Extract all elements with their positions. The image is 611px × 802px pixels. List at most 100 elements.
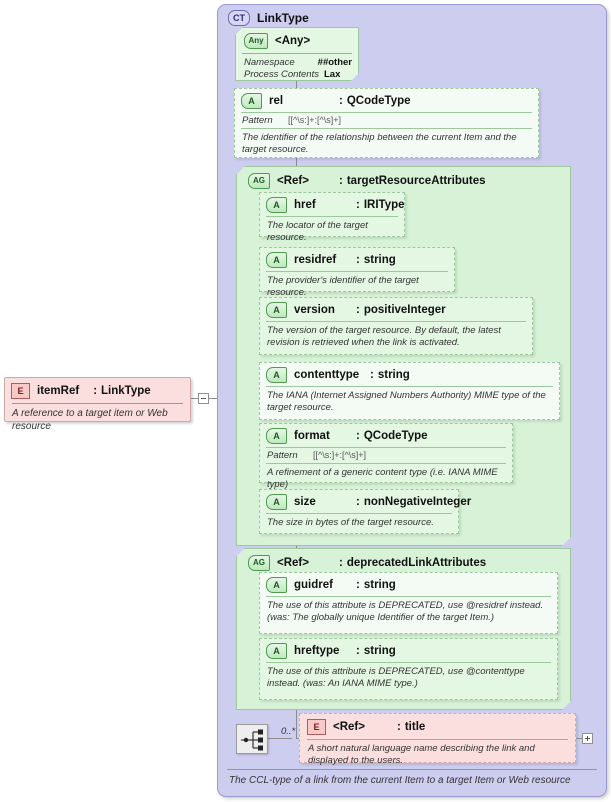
- attribute-separator-hreftype: :: [356, 645, 360, 657]
- complextype-name: LinkType: [257, 11, 309, 25]
- element-ref-box-title[interactable]: E <Ref> : title A short natural language…: [299, 713, 576, 766]
- any-namespace-label: Namespace: [244, 57, 295, 68]
- attribute-header-rel: A rel : QCodeType: [235, 89, 538, 112]
- attribute-header-href: A href : IRIType: [260, 193, 405, 216]
- attribute-type-hreftype: string: [363, 645, 396, 657]
- element-ref-header-title: E <Ref> : title: [300, 714, 575, 739]
- attribute-separator-format: :: [356, 430, 360, 442]
- attribute-name-guidref: guidref: [294, 579, 333, 591]
- attribute-box-hreftype[interactable]: A hreftype : string The use of this attr…: [259, 638, 558, 700]
- attribute-type-version: positiveInteger: [363, 304, 446, 316]
- attribute-name-size: size: [294, 496, 316, 508]
- any-marker-icon: Any: [244, 33, 268, 49]
- complextype-title: CT LinkType: [228, 10, 309, 26]
- element-ref-type-title: title: [404, 721, 426, 733]
- attribute-box-residref[interactable]: A residref : string The provider's ident…: [259, 247, 455, 298]
- attribute-divider-version: [266, 321, 526, 322]
- attribute-box-version[interactable]: A version : positiveInteger The version …: [259, 297, 533, 355]
- attribute-divider-rel: [241, 112, 532, 113]
- attribute-annotation-guidref: The use of this attribute is DEPRECATED,…: [267, 600, 544, 624]
- attribute-pattern-rel: Pattern [[^\s:]+:[^\s]+]: [235, 113, 538, 128]
- attribute-separator-contenttype: :: [370, 369, 374, 381]
- root-collapse-toggle[interactable]: [198, 393, 209, 404]
- group-type-deprecated-link: deprecatedLinkAttributes: [346, 557, 487, 569]
- element-ref-name-title: <Ref>: [333, 721, 365, 733]
- root-element-box[interactable]: E itemRef : LinkType A reference to a ta…: [4, 377, 191, 432]
- attribute-annotation-href: The locator of the target resource.: [267, 220, 368, 244]
- any-properties: Namespace ##other Process Contents Lax: [236, 54, 358, 86]
- attribute-type-format: QCodeType: [363, 430, 428, 442]
- attribute-annotation-rel: The identifier of the relationship betwe…: [242, 132, 517, 156]
- attribute-separator-version: :: [356, 304, 360, 316]
- any-name: <Any>: [275, 35, 311, 47]
- root-element-header: E itemRef : LinkType: [5, 378, 190, 403]
- attribute-name-format: format: [294, 430, 330, 442]
- complextype-marker-icon: CT: [228, 10, 250, 26]
- sequence-glyph: [241, 729, 263, 751]
- root-element-name: itemRef: [37, 385, 80, 397]
- attribute-type-href: IRIType: [363, 199, 405, 211]
- attribute-name-rel: rel: [269, 95, 284, 107]
- attribute-box-size[interactable]: A size : nonNegativeInteger The size in …: [259, 489, 471, 534]
- group-separator-deprecated-link: :: [339, 557, 343, 569]
- element-ref-divider-title: [307, 739, 568, 740]
- attribute-separator-guidref: :: [356, 579, 360, 591]
- attribute-name-href: href: [294, 199, 316, 211]
- attribute-divider-href: [266, 216, 398, 217]
- attribute-header-version: A version : positiveInteger: [260, 298, 532, 321]
- any-property-row: Process Contents Lax: [244, 69, 352, 81]
- attribute-divider-contenttype: [266, 386, 553, 387]
- attribute-type-size: nonNegativeInteger: [363, 496, 472, 508]
- attribute-type-contenttype: string: [377, 369, 410, 381]
- attribute-header-contenttype: A contenttype : string: [260, 363, 559, 386]
- complextype-footer-divider: [227, 769, 597, 770]
- attribute-marker-icon: A: [266, 577, 287, 593]
- pattern-label: Pattern: [267, 450, 298, 461]
- attribute-header-guidref: A guidref : string: [260, 573, 557, 596]
- attribute-divider-guidref: [266, 596, 551, 597]
- attribute-annotation-size: The size in bytes of the target resource…: [267, 517, 434, 528]
- attribute-separator-size: :: [356, 496, 360, 508]
- element-marker-icon: E: [307, 719, 326, 735]
- any-namespace-value: ##other: [317, 57, 352, 68]
- attribute-divider-format: [266, 447, 506, 448]
- connector-sequence-to-title: [268, 738, 292, 739]
- attribute-separator-href: :: [356, 199, 360, 211]
- attribute-annotation-hreftype: The use of this attribute is DEPRECATED,…: [267, 666, 525, 690]
- any-header: Any <Any>: [236, 28, 358, 53]
- attribute-annotation-contenttype: The IANA (Internet Assigned Numbers Auth…: [267, 390, 546, 414]
- attribute-marker-icon: A: [266, 428, 287, 444]
- pattern-value: [[^\s:]+:[^\s]+]: [288, 115, 341, 125]
- attribute-marker-icon: A: [266, 197, 287, 213]
- occurrence-indicator: 0..*: [281, 726, 296, 737]
- group-name-deprecated-link: <Ref>: [277, 557, 309, 569]
- attribute-box-contenttype[interactable]: A contenttype : string The IANA (Interne…: [259, 362, 560, 420]
- attribute-marker-icon: A: [241, 93, 262, 109]
- attribute-name-hreftype: hreftype: [294, 645, 340, 657]
- attribute-separator-rel: :: [339, 95, 343, 107]
- attribute-box-format[interactable]: A format : QCodeType Pattern [[^\s:]+:[^…: [259, 423, 513, 490]
- attribute-divider-size: [266, 513, 452, 514]
- any-processcontents-value: Lax: [324, 69, 341, 81]
- attribute-divider2-rel: [241, 128, 532, 129]
- sequence-icon[interactable]: [236, 724, 268, 754]
- attribute-name-version: version: [294, 304, 335, 316]
- group-marker-icon: AG: [248, 555, 270, 571]
- attribute-annotation-version: The version of the target resource. By d…: [267, 325, 501, 349]
- complextype-footer-annotation: The CCL-type of a link from the current …: [229, 775, 571, 786]
- any-wildcard-box[interactable]: Any <Any> Namespace ##other Process Cont…: [235, 27, 359, 81]
- attribute-box-guidref[interactable]: A guidref : string The use of this attri…: [259, 572, 558, 634]
- attribute-header-format: A format : QCodeType: [260, 424, 512, 447]
- attribute-marker-icon: A: [266, 643, 287, 659]
- attribute-separator-residref: :: [356, 254, 360, 266]
- element-ref-annotation-title: A short natural language name describing…: [308, 743, 535, 767]
- connector-title-expand: [576, 738, 582, 739]
- attribute-box-rel[interactable]: A rel : QCodeType Pattern [[^\s:]+:[^\s]…: [234, 88, 539, 158]
- group-separator-target-resource: :: [339, 175, 343, 187]
- any-divider: [242, 53, 352, 54]
- title-expand-toggle[interactable]: [582, 733, 593, 744]
- root-element-type: LinkType: [101, 385, 151, 397]
- attribute-marker-icon: A: [266, 302, 287, 318]
- attribute-box-href[interactable]: A href : IRIType The locator of the targ…: [259, 192, 405, 243]
